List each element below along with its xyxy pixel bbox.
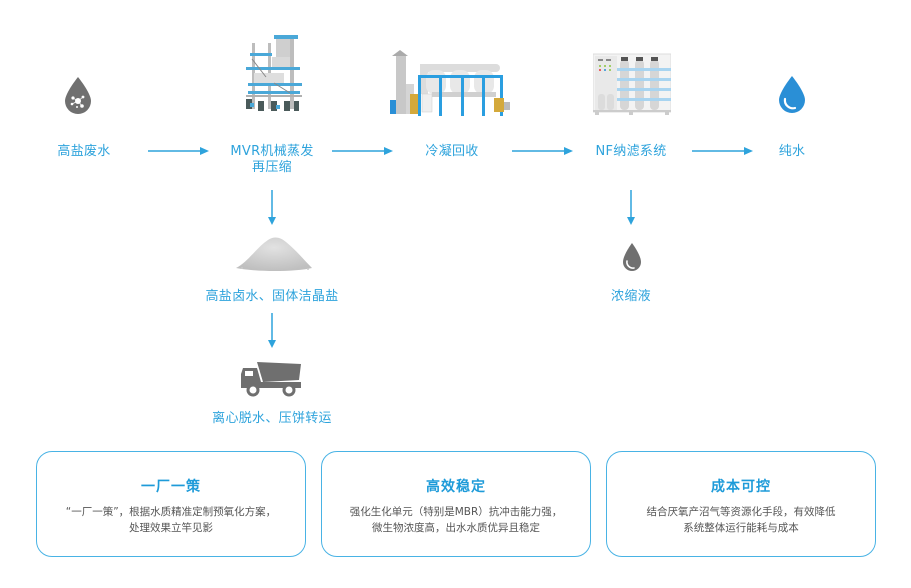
node-label-pure-water: 纯水 (778, 144, 806, 159)
feature-card-custom: 一厂一策 “一厂一策”，根据水质精准定制预氧化方案， 处理效果立竿见影 (36, 451, 306, 557)
node-label-wastewater: 高盐废水 (57, 144, 111, 159)
node-label-dewater: 离心脱水、压饼转运 (212, 411, 332, 426)
pure-water-drop-icon (779, 76, 805, 113)
card-desc-line1: “一厂一策”，根据水质精准定制预氧化方案， (65, 506, 277, 518)
wastewater-drop-icon (65, 77, 91, 114)
arrow-condense-to-nf (512, 147, 573, 155)
dump-truck-icon (241, 362, 301, 397)
arrow-salt-to-dewater (268, 313, 276, 348)
card-desc-line2: 处理效果立竿见影 (129, 522, 213, 534)
card-desc-line1: 强化生化单元（特别是MBR）抗冲击能力强， (349, 506, 563, 518)
arrow-nf-to-pure-water (692, 147, 753, 155)
card-description: “一厂一策”，根据水质精准定制预氧化方案， 处理效果立竿见影 (37, 504, 305, 536)
node-label-mvr: MVR机械蒸发 再压缩 (230, 144, 313, 176)
card-title: 成本可控 (711, 479, 771, 495)
card-desc-line2: 微生物浓度高，出水水质优异且稳定 (372, 522, 540, 534)
arrow-mvr-to-condense (332, 147, 393, 155)
card-title: 一厂一策 (141, 479, 201, 495)
concentrate-drop-icon (623, 243, 641, 271)
feature-card-cost: 成本可控 结合厌氧产沼气等资源化手段，有效降低 系统整体运行能耗与成本 (606, 451, 876, 557)
nf-filtration-icon (593, 53, 671, 115)
node-label-condense: 冷凝回收 (425, 144, 479, 159)
mvr-evaporator-icon (246, 35, 302, 111)
arrow-nf-to-concentrate (627, 190, 635, 225)
arrow-wastewater-to-mvr (148, 147, 209, 155)
node-label-concentrate: 浓缩液 (611, 289, 651, 304)
card-desc-line2: 系统整体运行能耗与成本 (683, 522, 799, 534)
card-desc-line1: 结合厌氧产沼气等资源化手段，有效降低 (646, 506, 836, 518)
card-title: 高效稳定 (426, 479, 486, 495)
card-description: 结合厌氧产沼气等资源化手段，有效降低 系统整体运行能耗与成本 (607, 504, 875, 536)
node-label-nf: NF纳滤系统 (595, 144, 667, 159)
feature-card-stable: 高效稳定 强化生化单元（特别是MBR）抗冲击能力强， 微生物浓度高，出水水质优异… (321, 451, 591, 557)
card-description: 强化生化单元（特别是MBR）抗冲击能力强， 微生物浓度高，出水水质优异且稳定 (322, 504, 590, 536)
node-label-mvr-line1: MVR机械蒸发 (230, 144, 314, 159)
node-label-salt: 高盐卤水、固体洁晶盐 (205, 289, 339, 304)
node-label-mvr-line2: 再压缩 (252, 160, 292, 175)
arrow-mvr-to-salt (268, 190, 276, 225)
condensation-unit-icon (390, 50, 510, 116)
salt-pile-icon (236, 237, 312, 271)
